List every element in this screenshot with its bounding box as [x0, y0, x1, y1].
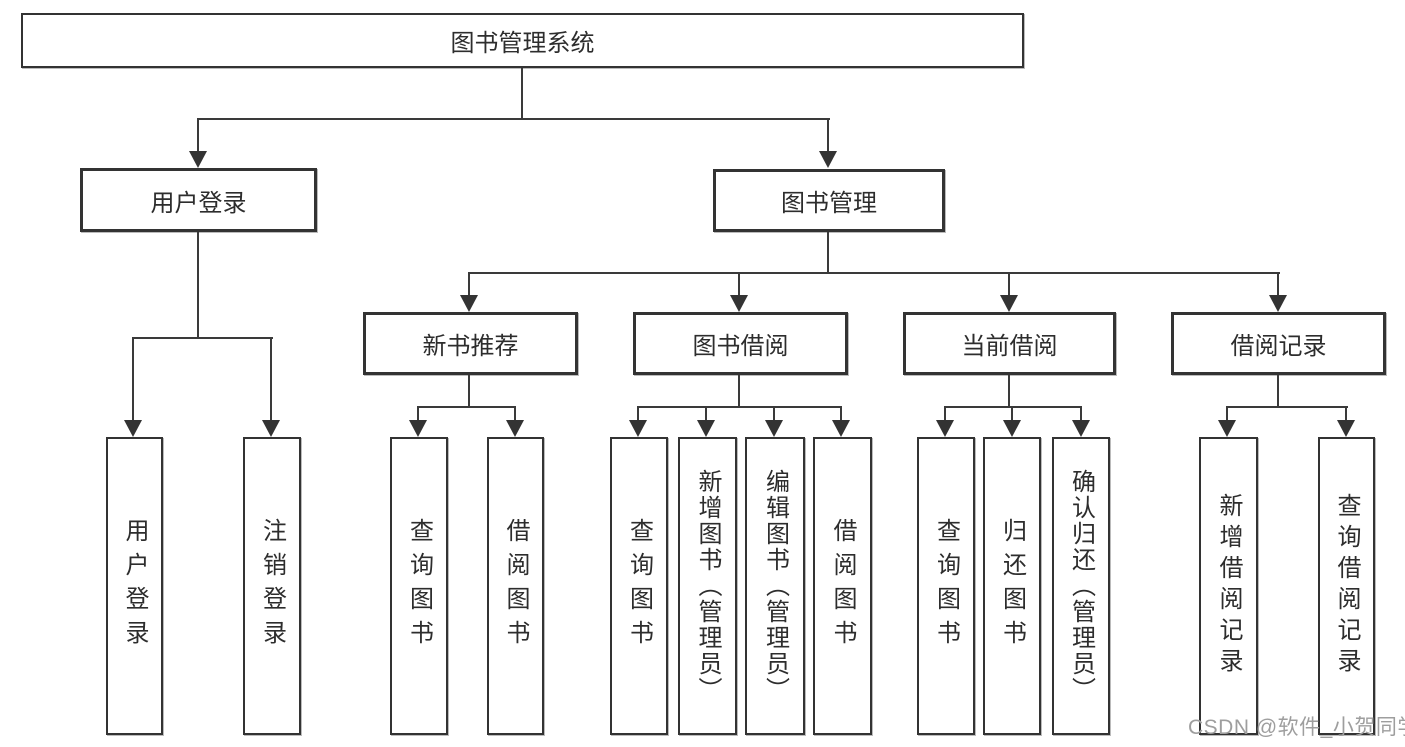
leaf-label: 借阅图书: [829, 518, 856, 654]
leaf-label: 查询图书: [405, 518, 433, 654]
node-book-borrow: 图书借阅: [633, 312, 848, 375]
arrow-down-icon: [1337, 420, 1355, 437]
arrow-down-icon: [936, 420, 954, 437]
connector-stem: [773, 406, 775, 423]
node-leaf-return-books: 归还图书: [983, 437, 1041, 735]
leaf-label: 归还图书: [998, 518, 1026, 654]
node-leaf-borrow-books-2: 借阅图书: [813, 437, 872, 735]
node-book-management-label: 图书管理: [781, 190, 877, 217]
connector-stem: [1226, 406, 1228, 423]
node-user-login: 用户登录: [80, 168, 317, 232]
node-user-login-label: 用户登录: [150, 189, 247, 217]
connector-drop: [738, 375, 740, 407]
connector-stem: [637, 406, 639, 423]
node-leaf-query-books-2: 查询图书: [610, 437, 668, 735]
connector-stem: [944, 406, 946, 423]
arrow-down-icon: [730, 295, 748, 312]
connector-stem: [705, 406, 707, 423]
node-leaf-borrow-books-1: 借阅图书: [487, 437, 544, 735]
connector-drop: [468, 375, 470, 407]
arrow-down-icon: [1000, 295, 1018, 312]
connector-stem: [270, 337, 272, 422]
node-root-label: 图书管理系统: [450, 30, 595, 57]
connector-drop: [1277, 375, 1279, 407]
node-book-borrow-label: 图书借阅: [692, 333, 789, 360]
leaf-label: 用户登录: [121, 518, 148, 654]
connector-stem: [1277, 272, 1279, 298]
arrow-down-icon: [697, 420, 715, 437]
connector-stem: [1008, 272, 1010, 298]
arrow-down-icon: [832, 420, 850, 437]
connector-l3-branch: [469, 272, 1280, 274]
arrow-down-icon: [124, 420, 142, 437]
leaf-label: 查询图书: [932, 518, 960, 654]
arrow-down-icon: [1218, 420, 1236, 437]
arrow-down-icon: [506, 420, 524, 437]
leaf-label: 编辑图书（管理员）: [761, 469, 789, 703]
arrow-down-icon: [819, 151, 837, 168]
connector-stem: [840, 406, 842, 423]
node-leaf-add-borrow-record: 新增借阅记录: [1199, 437, 1258, 735]
leaf-label: 借阅图书: [502, 518, 529, 654]
connector-bookmgmt-drop: [827, 232, 829, 274]
connector-stem: [132, 337, 134, 422]
connector-stem: [468, 272, 470, 298]
connector-drop: [1008, 375, 1010, 407]
node-leaf-confirm-return-admin: 确认归还（管理员）: [1052, 437, 1110, 735]
node-leaf-query-books-3: 查询图书: [917, 437, 975, 735]
node-leaf-logout: 注销登录: [243, 437, 301, 735]
connector-stem: [1345, 406, 1347, 423]
connector-stem: [1011, 406, 1013, 423]
connector-branch: [418, 406, 516, 408]
connector-stem: [738, 272, 740, 298]
node-root: 图书管理系统: [21, 13, 1024, 68]
node-leaf-query-books-1: 查询图书: [390, 437, 448, 735]
node-leaf-add-books-admin: 新增图书（管理员）: [678, 437, 737, 735]
node-new-book-recommend: 新书推荐: [363, 312, 578, 375]
node-borrow-records: 借阅记录: [1171, 312, 1386, 375]
connector-stem: [197, 118, 199, 154]
node-leaf-query-borrow-record: 查询借阅记录: [1318, 437, 1375, 735]
csdn-watermark: CSDN @软件_小贺同学: [1188, 716, 1405, 739]
connector-stem: [827, 118, 829, 154]
node-book-management: 图书管理: [713, 169, 945, 232]
leaf-label: 新增借阅记录: [1215, 493, 1242, 679]
node-borrow-records-label: 借阅记录: [1230, 333, 1327, 360]
arrow-down-icon: [460, 295, 478, 312]
leaf-label: 新增图书（管理员）: [694, 469, 721, 703]
arrow-down-icon: [765, 420, 783, 437]
connector-stem: [1080, 406, 1082, 423]
node-current-borrow-label: 当前借阅: [961, 333, 1058, 360]
connector-stem: [417, 406, 419, 423]
connector-root-drop: [521, 68, 523, 118]
arrow-down-icon: [1072, 420, 1090, 437]
leaf-label: 查询图书: [625, 518, 653, 654]
connector-branch: [638, 406, 842, 408]
leaf-label: 查询借阅记录: [1333, 493, 1360, 679]
node-current-borrow: 当前借阅: [903, 312, 1116, 375]
arrow-down-icon: [409, 420, 427, 437]
connector-stem: [514, 406, 516, 423]
connector-branch: [1227, 406, 1348, 408]
leaf-label: 确认归还（管理员）: [1067, 469, 1095, 703]
arrow-down-icon: [629, 420, 647, 437]
arrow-down-icon: [1269, 295, 1287, 312]
connector-branch: [945, 406, 1082, 408]
node-leaf-user-login: 用户登录: [106, 437, 163, 735]
arrow-down-icon: [189, 151, 207, 168]
node-leaf-edit-books-admin: 编辑图书（管理员）: [745, 437, 805, 735]
connector-l1-branch: [198, 118, 830, 120]
leaf-label: 注销登录: [258, 518, 286, 654]
connector-userlogin-branch: [133, 337, 273, 339]
arrow-down-icon: [1003, 420, 1021, 437]
connector-userlogin-drop: [197, 232, 199, 339]
arrow-down-icon: [262, 420, 280, 437]
node-new-book-recommend-label: 新书推荐: [422, 333, 519, 360]
